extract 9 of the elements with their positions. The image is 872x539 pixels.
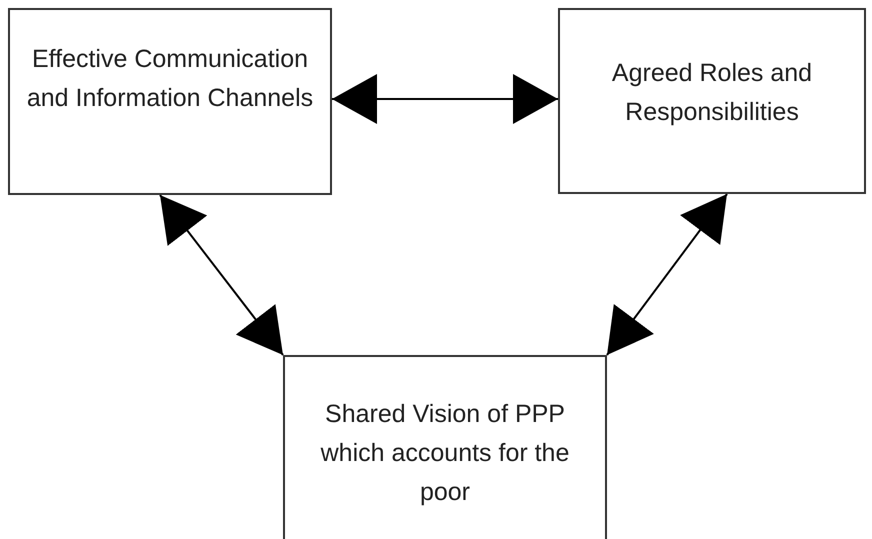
text-box (283, 355, 607, 539)
box-text: Effective Communication and Information Channels (26, 44, 314, 114)
double-arrow (332, 74, 558, 124)
box-text: Shared Vision of PPP which accounts for the poor (320, 399, 570, 508)
text-box (8, 8, 332, 195)
double-arrow (606, 193, 728, 356)
double-arrow (159, 194, 284, 356)
box-text: Agreed Roles and Responsibilities (610, 58, 814, 128)
text-box (558, 8, 866, 194)
